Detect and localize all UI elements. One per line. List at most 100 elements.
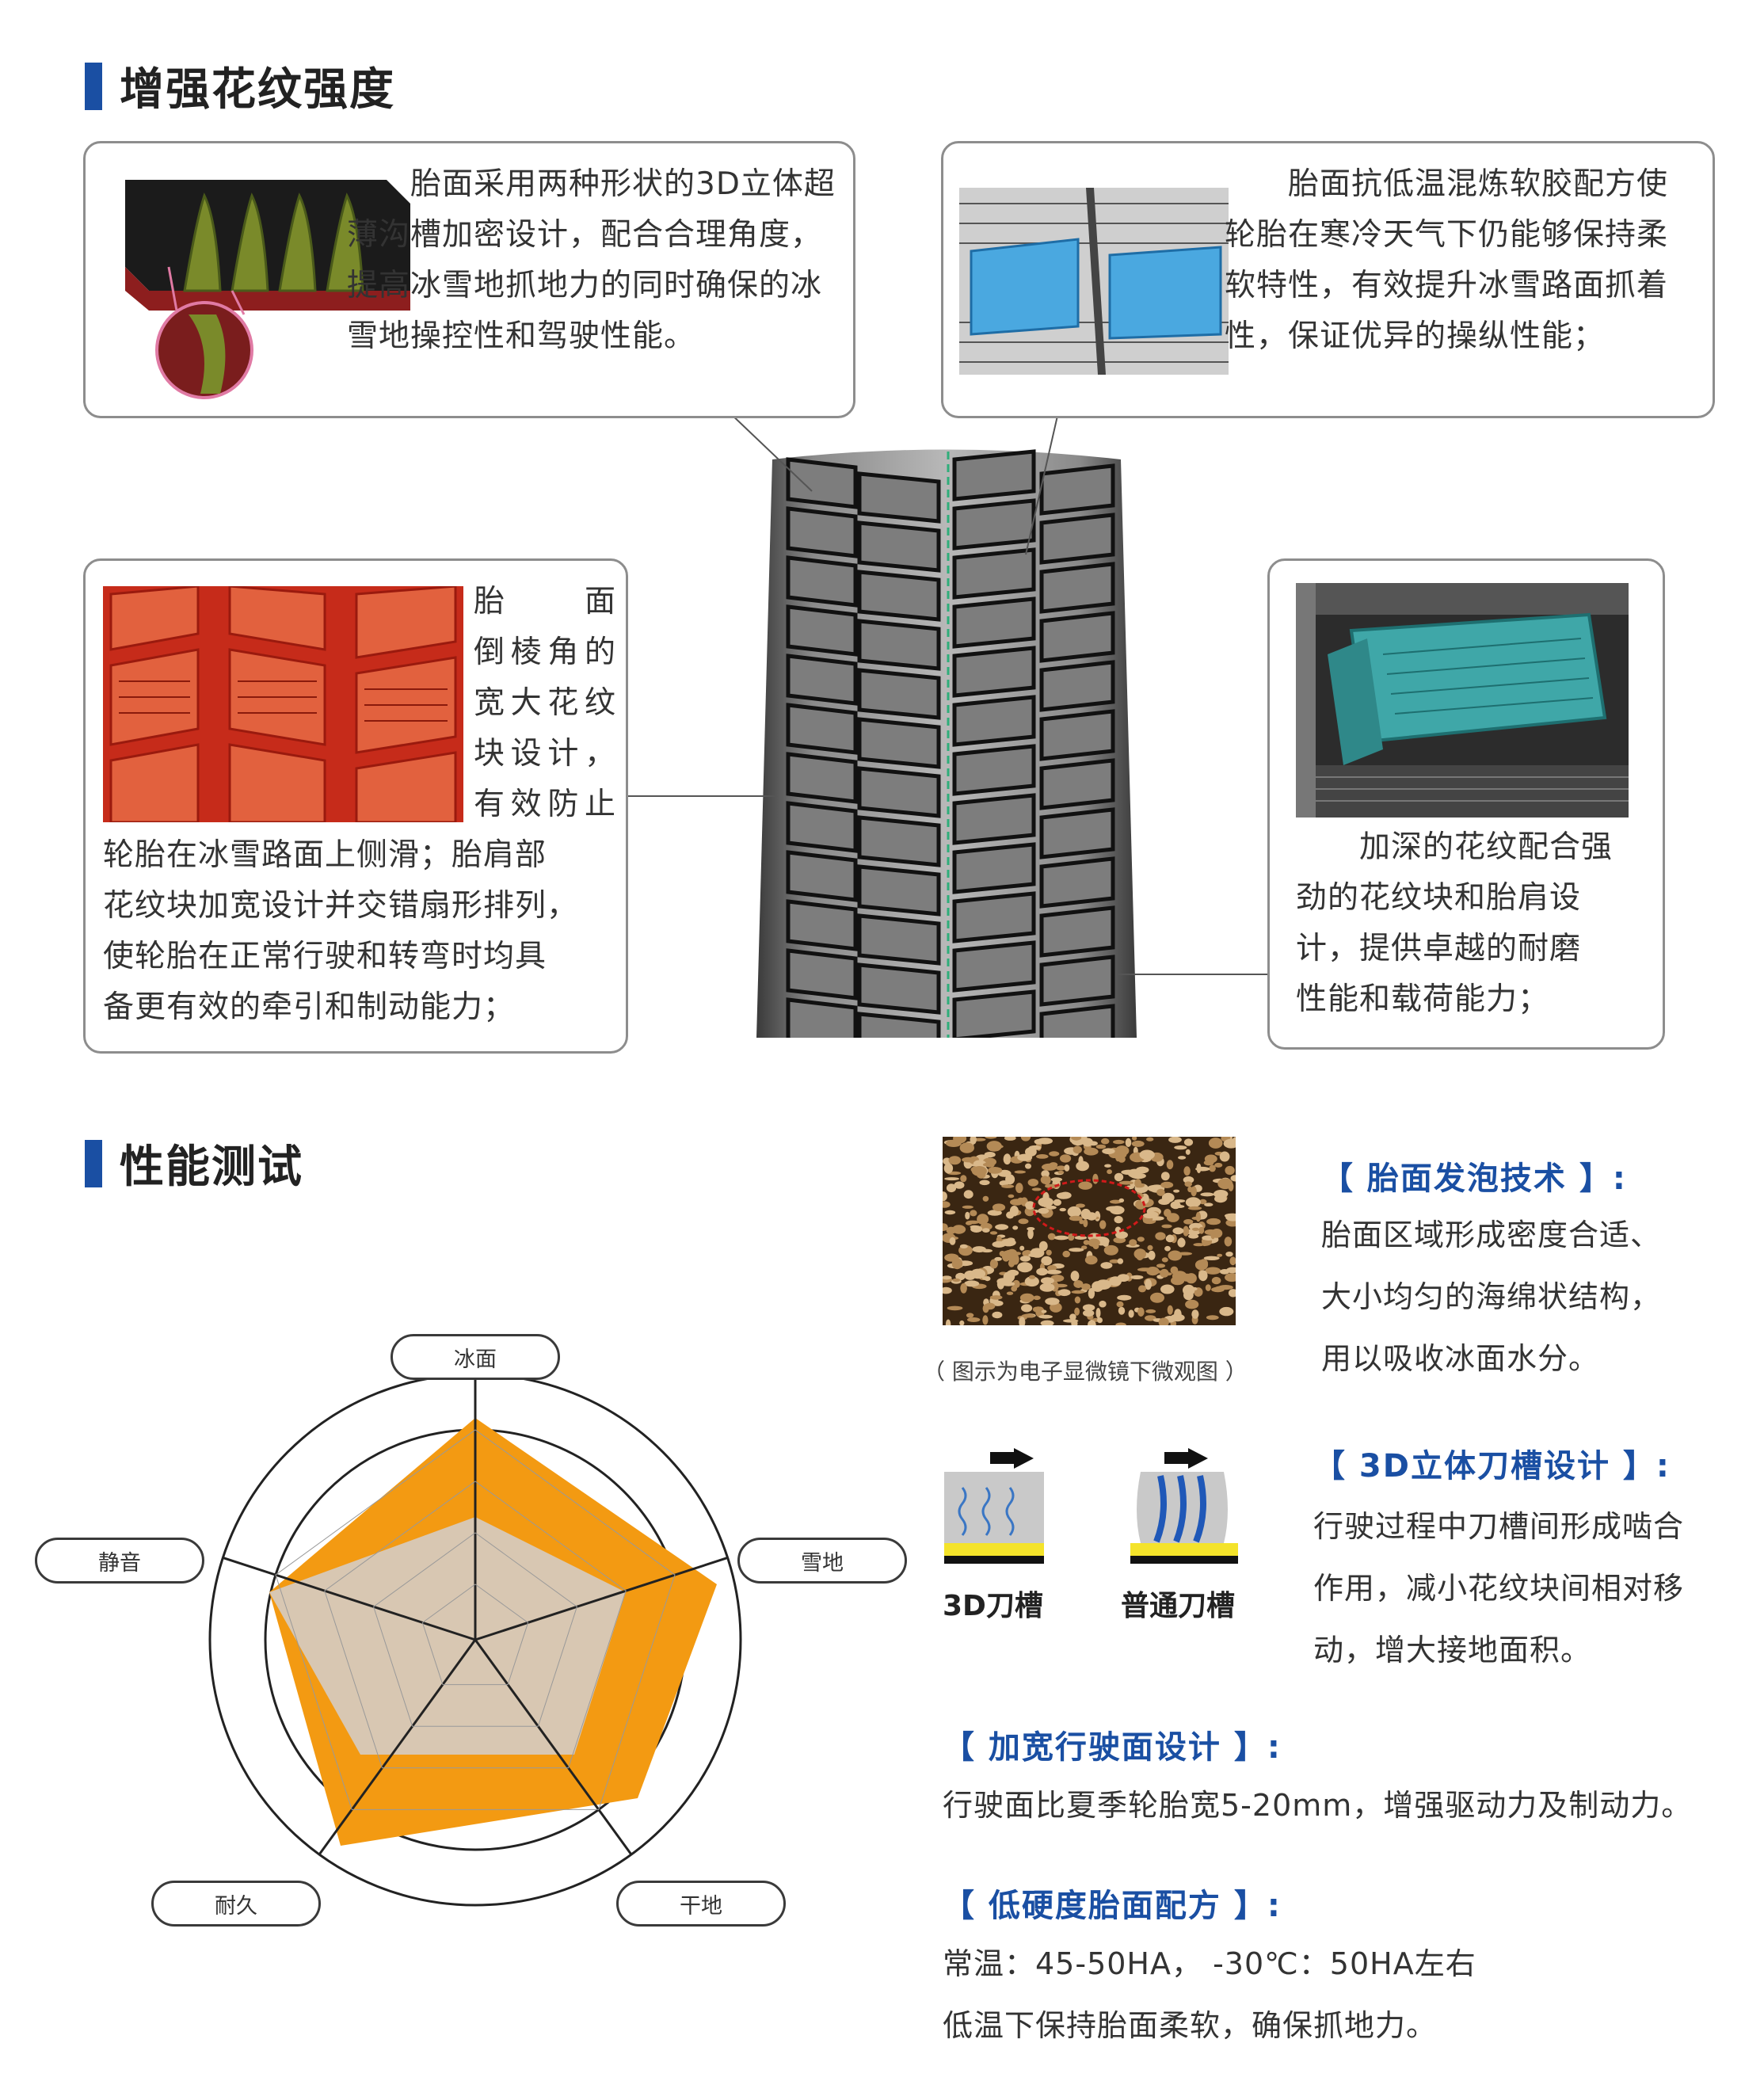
card-line: 倒棱角的 [474,635,616,670]
foam-pore [1142,1213,1157,1219]
foam-pore [1092,1173,1099,1184]
foam-pore [1115,1231,1128,1239]
foam-pore [1147,1244,1153,1251]
foam-pore [1160,1268,1169,1278]
foam-pore [1079,1219,1084,1225]
foam-pore [1209,1164,1216,1172]
foam-pore [1053,1199,1061,1206]
card-line: 轮胎在寒冷天气下仍能够保持柔 [1225,217,1669,253]
tech-foam-heading: 【 胎面发泡技术 】: [1321,1161,1627,1197]
card-line: 计，提供卓越的耐磨 [1296,931,1582,966]
foam-pore [1217,1178,1233,1190]
radar-label-text: 耐久 [215,1893,257,1919]
foam-pore [1114,1145,1130,1157]
foam-pore [1081,1245,1088,1250]
foam-pore [1137,1307,1145,1317]
foam-pore [1204,1202,1213,1206]
foam-pore [1019,1245,1025,1251]
tread-block [786,604,858,657]
radar-label-text: 静音 [98,1550,141,1576]
foam-pore [1070,1271,1080,1282]
tech-3d-blade-heading: 【 3D立体刀槽设计 】: [1313,1448,1671,1484]
foam-pore [1145,1309,1156,1313]
foam-pore [992,1311,1003,1319]
foam-pore [1211,1276,1221,1285]
foam-pore [1167,1305,1173,1315]
foam-pore [1183,1225,1190,1237]
foam-pore [970,1137,977,1145]
foam-pore [1040,1176,1050,1184]
foam-pore [1134,1179,1141,1188]
radar-label-quiet: 静音 [35,1538,204,1584]
foam-pore [1053,1235,1069,1241]
foam-pore [1136,1166,1149,1174]
card-line: 胎 面 [474,584,616,619]
radar-label-text: 雪地 [801,1550,844,1576]
foam-pore [1011,1285,1018,1292]
foam-pore [960,1282,967,1294]
foam-pore [943,1201,951,1208]
foam-pore [1006,1211,1015,1219]
foam-pore [1010,1199,1023,1206]
foam-pore [1104,1164,1111,1168]
foam-pore [944,1253,959,1262]
foam-pore [962,1205,973,1209]
foam-pore [1059,1207,1066,1212]
foam-pore [1214,1162,1223,1168]
foam-pore [981,1228,990,1233]
foam-pore [1118,1306,1126,1315]
foam-pore [948,1156,962,1165]
tread-block [857,1012,941,1038]
foam-pore [1178,1156,1187,1160]
card-3d-grooves: 胎面采用两种形状的3D立体超 薄沟槽加密设计，配合合理角度， 提高冰雪地抓地力的… [83,141,855,418]
foam-pore [1081,1283,1091,1290]
foam-pore [1100,1262,1113,1269]
tech-line: 低温下保持胎面柔软，确保抓地力。 [943,2008,1438,2043]
foam-pore [1217,1253,1223,1257]
foam-pore [1078,1181,1092,1190]
foam-pore [1125,1138,1132,1147]
foam-pore [964,1280,980,1287]
foam-pore [1040,1320,1054,1325]
tread-block [1039,905,1115,958]
radar-spoke [474,1557,729,1641]
foam-pore [965,1211,970,1220]
foam-pore [1095,1308,1101,1319]
tread-block [1039,856,1115,909]
foam-pore [1074,1307,1080,1316]
card-line: 有效防止 [474,787,616,822]
foam-pore [1060,1154,1072,1163]
card-line: 宽大花纹 [474,685,616,721]
foam-pore [1083,1309,1095,1317]
foam-pore [1224,1237,1233,1247]
foam-pore [1174,1145,1187,1150]
foam-pore [959,1142,974,1153]
tread-block [952,695,1036,747]
tread-block [786,752,858,804]
foam-pore [1099,1220,1107,1229]
foam-pore [985,1302,996,1310]
foam-pore [1100,1138,1110,1145]
foam-pore [1001,1184,1015,1188]
foam-pore [970,1210,977,1217]
foam-pore [1034,1306,1042,1313]
foam-pore [992,1241,1006,1248]
foam-pore [1038,1197,1053,1207]
tech-hardness-text: 常温：45-50HA， -30℃：50HA左右 低温下保持胎面柔软，确保抓地力。 [943,1933,1476,2056]
foam-pore [1021,1304,1033,1313]
foam-pore [1156,1263,1166,1268]
foam-pore [1019,1256,1031,1262]
tread-block [857,668,941,720]
card-line: 胎面抗低温混炼软胶配方使 [1225,166,1669,202]
foam-pore [943,1275,952,1280]
foam-pore [1211,1286,1225,1293]
foam-pore [943,1223,948,1231]
foam-pore [1110,1206,1125,1215]
foam-pore [1139,1149,1155,1161]
tread-block [857,520,941,573]
foam-pore [1088,1238,1100,1248]
card-line: 备更有效的牵引和制动能力； [103,989,516,1025]
foam-pore [973,1160,986,1168]
foam-pore [1030,1248,1045,1258]
radar-label-text: 冰面 [454,1347,497,1372]
